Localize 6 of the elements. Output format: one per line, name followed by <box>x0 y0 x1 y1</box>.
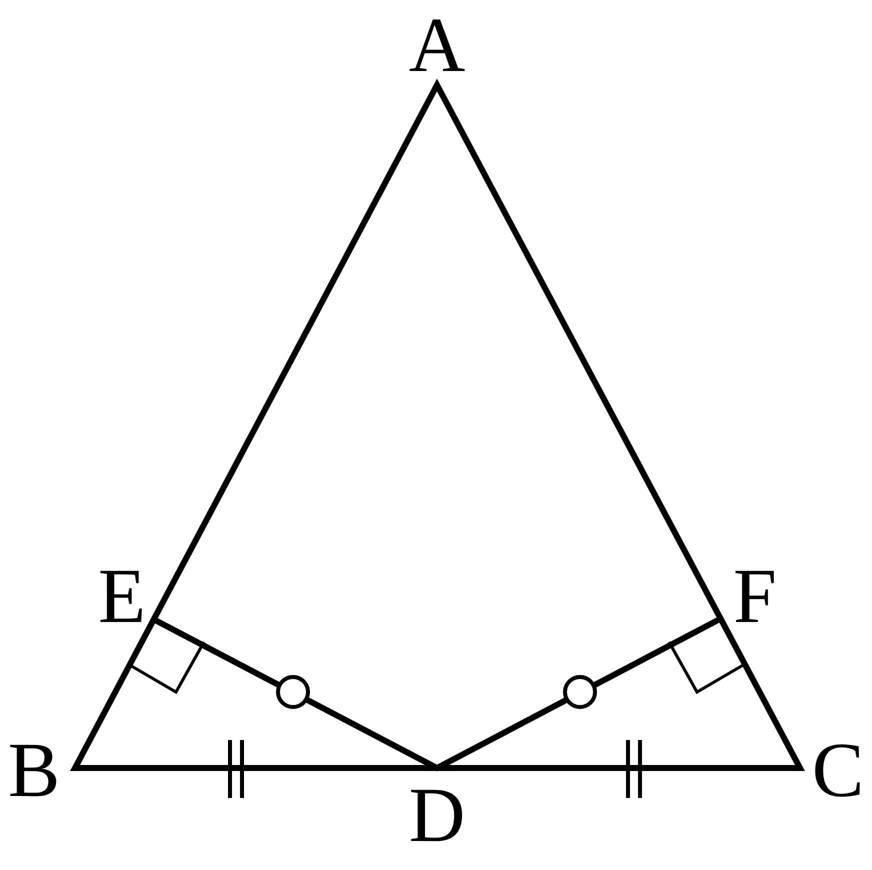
point-label: A <box>408 6 466 84</box>
point-label: D <box>408 776 466 854</box>
point-label: E <box>98 557 146 635</box>
point-label: F <box>733 557 777 635</box>
point-label: C <box>812 731 864 809</box>
point-label: B <box>8 731 60 809</box>
